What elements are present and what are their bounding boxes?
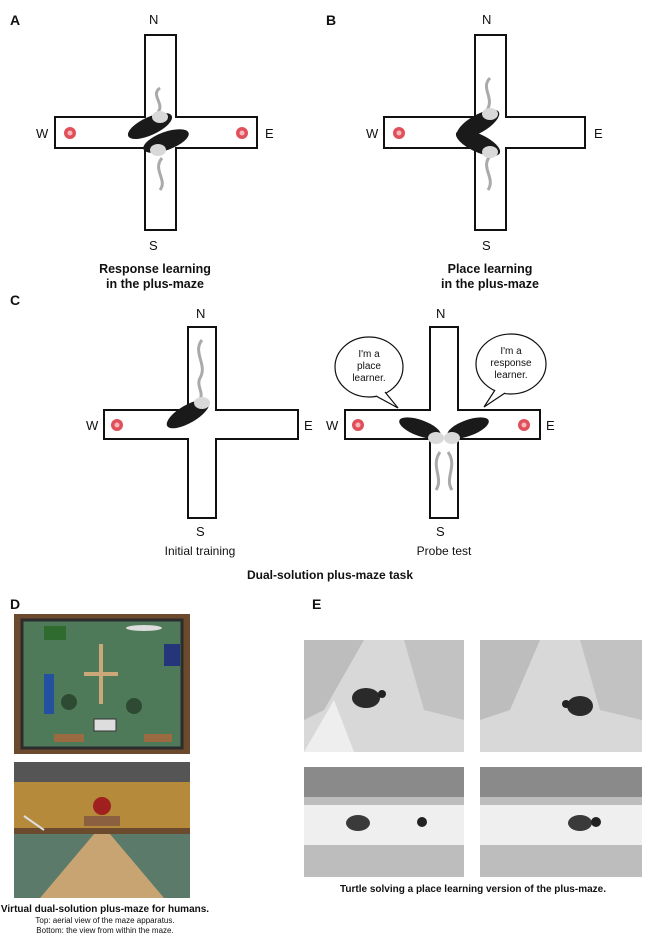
dir-w-a: W [36,126,49,141]
caption-a-line1: Response learning [99,262,211,276]
reward-pellet-east-a [236,127,248,139]
caption-b-line2: in the plus-maze [441,277,539,291]
panel-letter-d: D [10,596,21,612]
caption-a: Response learning in the plus-maze [80,262,230,292]
dir-n-c1: N [196,306,206,321]
panel-letter-e: E [312,596,322,612]
speech-bubble-left: I'm a place learner. [339,349,399,385]
dir-w-b: W [366,126,379,141]
rat-icon-c2-right [444,417,489,491]
rat-icon-lower-a [143,129,189,191]
panel-letter-c: C [10,292,21,308]
turtle-photo-bottom-right [480,767,642,877]
dir-s-c1: S [196,524,205,539]
bubble-right-line2: response [490,358,532,369]
virtual-maze-aerial-image [14,614,190,754]
speech-bubble-left-shape [334,336,404,409]
caption-c-title: Dual-solution plus-maze task [246,568,414,582]
bubble-right-line1: I'm a [500,346,522,357]
caption-b: Place learning in the plus-maze [415,262,565,292]
caption-e-title: Turtle solving a place learning version … [340,884,606,895]
dir-n-c2: N [436,306,446,321]
bubble-left-line3: learner. [352,373,386,384]
caption-c-training: Initial training [164,544,236,558]
bubble-right-line3: learner. [494,370,528,381]
dir-s-c2: S [436,524,445,539]
panel-letter-a: A [10,12,21,28]
rat-icon-upper-a [127,86,173,140]
dir-w-c1: W [86,418,99,433]
reward-pellet-west-a [64,127,76,139]
caption-b-line1: Place learning [447,262,533,276]
caption-a-line2: in the plus-maze [106,277,204,291]
reward-pellet-west-c1 [111,419,123,431]
dir-e-c2: E [546,418,555,433]
dir-e-a: E [265,126,274,141]
reward-pellet-west-c2 [352,419,364,431]
caption-d-note-bottom: Bottom: the view from within the maze. [36,926,174,935]
reward-pellet-west-b [393,127,405,139]
dir-e-c1: E [304,418,313,433]
rat-icon-c2-left [399,417,444,491]
turtle-photo-bottom-left [304,767,464,877]
rat-icon-c1 [166,339,210,429]
dir-s-a: S [149,238,158,253]
caption-c-probe: Probe test [416,544,472,558]
dir-n-a: N [149,12,159,27]
dir-s-b: S [482,238,491,253]
bubble-left-line2: place [357,361,381,372]
bubble-left-line1: I'm a [358,349,380,360]
caption-d-title: Virtual dual-solution plus-maze for huma… [0,904,210,915]
speech-bubble-right: I'm a response learner. [479,346,543,382]
caption-d-note-top: Top: aerial view of the maze apparatus. [35,916,175,925]
speech-bubble-right-shape [475,333,547,408]
panel-letter-b: B [326,12,337,28]
virtual-maze-ground-image [14,762,190,898]
turtle-photo-top-left [304,640,464,752]
dir-n-b: N [482,12,492,27]
reward-pellet-east-c2 [518,419,530,431]
rat-icon-lower-b [455,129,501,191]
turtle-photo-top-right [480,640,642,752]
dir-w-c2: W [326,418,339,433]
dir-e-b: E [594,126,603,141]
